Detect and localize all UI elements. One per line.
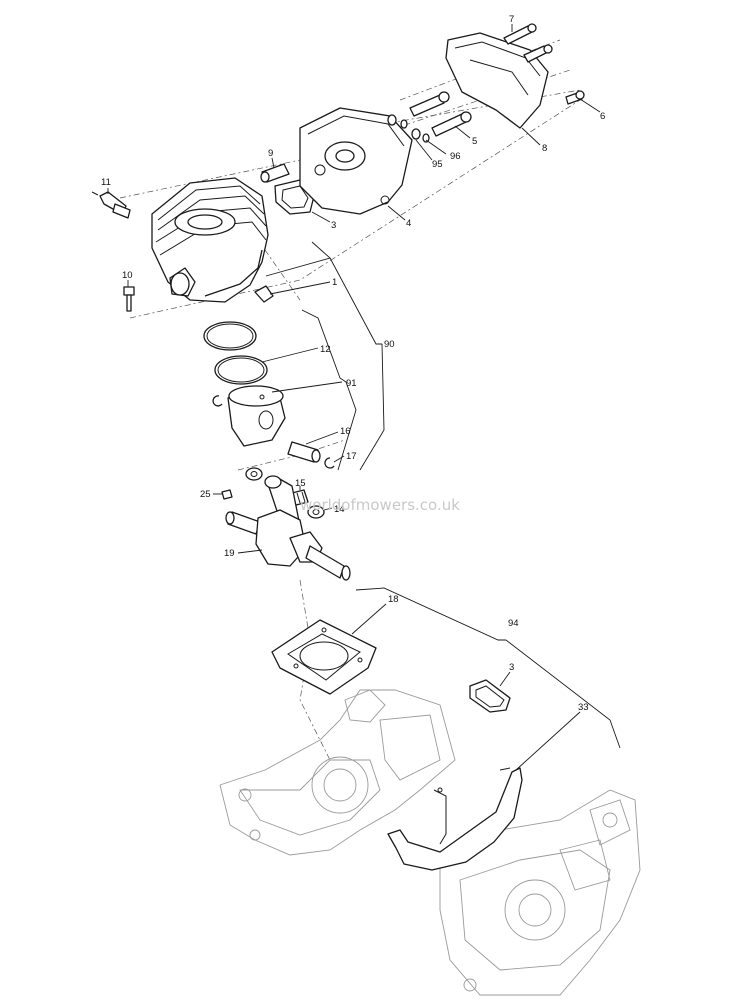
- muffler-cover: [445, 32, 549, 129]
- callout-95: 95: [432, 159, 443, 170]
- crankcase: [219, 689, 641, 996]
- callout-12: 12: [320, 344, 331, 355]
- callout-96: 96: [450, 151, 461, 162]
- key-25: [221, 489, 233, 500]
- callout-16: 16: [340, 426, 351, 437]
- cylinder: [151, 177, 269, 303]
- callout-17: 17: [346, 451, 357, 462]
- piston-rings: [203, 321, 268, 385]
- callout-15: 15: [295, 478, 306, 489]
- muffler-bolts: [387, 23, 585, 143]
- piston: [227, 385, 286, 447]
- callout-8: 8: [542, 143, 547, 154]
- callout-19: 19: [224, 548, 235, 559]
- callout-91: 91: [346, 378, 357, 389]
- callout-11: 11: [101, 177, 111, 188]
- callout-3-lower: 3: [509, 662, 514, 673]
- callout-10: 10: [122, 270, 133, 281]
- callout-25: 25: [200, 489, 211, 500]
- callout-14: 14: [334, 504, 345, 515]
- callout-18: 18: [388, 594, 399, 605]
- callout-33: 33: [578, 702, 589, 713]
- group-brackets: [265, 241, 621, 749]
- crankshaft: [225, 475, 351, 581]
- leader-lines: [107, 24, 601, 771]
- intake-gasket: [469, 679, 511, 713]
- crankcase-gasket: [387, 767, 523, 871]
- piston-pin: [287, 441, 321, 463]
- bolt-10: [123, 286, 135, 312]
- sleeve-9: [260, 163, 290, 183]
- spark-plug: [91, 191, 131, 219]
- decomp-valve: [254, 285, 274, 303]
- callout-6: 6: [600, 111, 605, 122]
- callout-5: 5: [472, 136, 477, 147]
- callout-9: 9: [268, 148, 273, 159]
- callout-1: 1: [332, 277, 337, 288]
- muffler-body: [299, 107, 413, 215]
- callout-labels: 7 6 8 5 96 95 9 11 3 4 10 1 90 12 91 16 …: [101, 14, 605, 713]
- circlips: [212, 395, 335, 469]
- callout-7: 7: [509, 14, 514, 25]
- callout-3-upper: 3: [331, 220, 336, 231]
- cylinder-base-gasket: [271, 619, 377, 695]
- callout-4: 4: [406, 218, 411, 229]
- watermark: worldofmowers.co.uk: [300, 496, 460, 514]
- callout-94: 94: [508, 618, 519, 629]
- thrust-washers: [245, 467, 325, 519]
- callout-90: 90: [384, 339, 395, 350]
